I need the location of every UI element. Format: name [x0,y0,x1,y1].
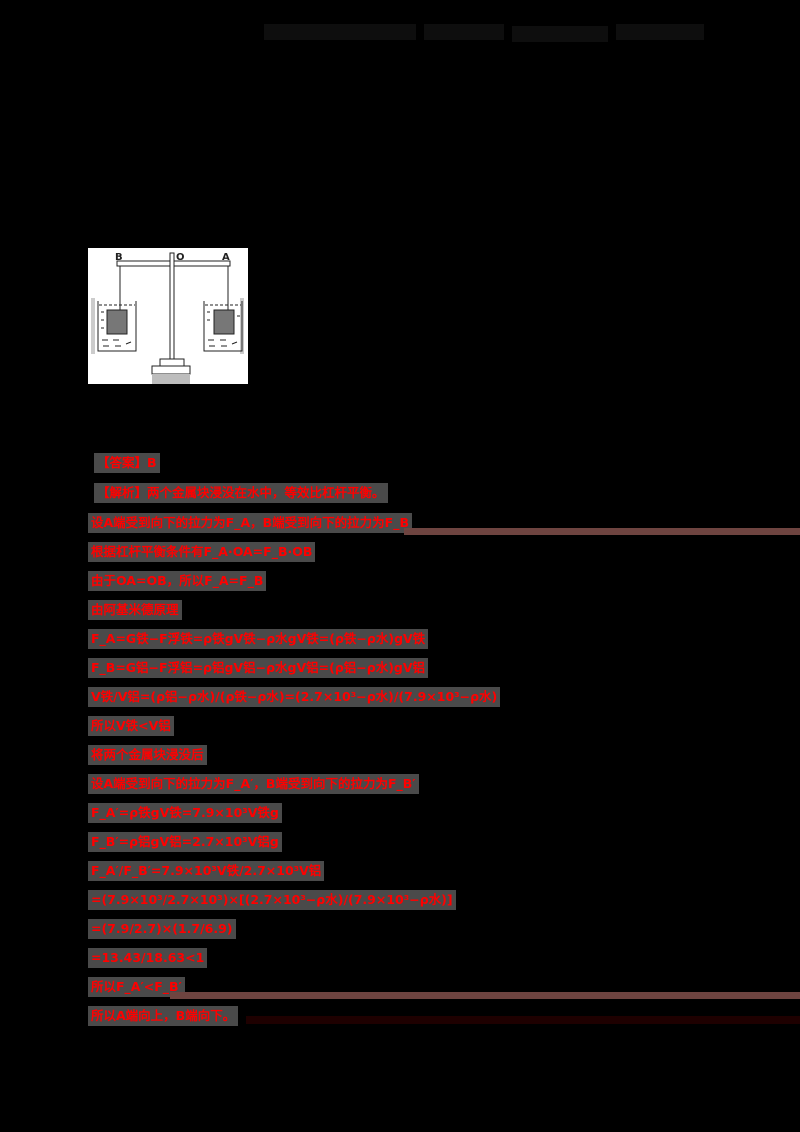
solution-line: 由于OA=OB，所以F_A=F_B [88,570,267,591]
formula-line: =(7.9/2.7)×(1.7/6.9) [88,918,236,939]
solution-line: 所以F_A′<F_B′ [88,976,185,997]
formula-line: V铁/V铝=(ρ铝−ρ水)/(ρ铁−ρ水)=(2.7×10³−ρ水)/(7.9×… [88,686,501,707]
solution-line: 设A端受到向下的拉力为F_A，B端受到向下的拉力为F_B [88,512,412,533]
answer-line: 【答案】B [94,452,160,473]
solution-line: 由阿基米德原理 [88,599,182,620]
header-title-block [264,24,416,40]
header-title-block [424,24,504,40]
header-title-block [616,24,704,40]
solution-line: 根据杠杆平衡条件有F_A·OA=F_B·OB [88,541,316,562]
analysis-line: 【解析】两个金属块浸没在水中，等效比杠杆平衡。 [94,482,388,503]
label-b: B [115,252,123,263]
divider-rule [404,528,800,535]
formula-line: F_B=G铝−F浮铝=ρ铝gV铝−ρ水gV铝=(ρ铝−ρ水)gV铝 [88,657,429,678]
solution-line: 将两个金属块浸没后 [88,744,207,765]
header-title-block [512,26,608,42]
solution-line: 设A端受到向下的拉力为F_A′，B端受到向下的拉力为F_B′ [88,773,419,794]
divider-rule [170,992,800,999]
lever-diagram: B O A [88,248,248,384]
formula-line: F_A′=ρ铁gV铁=7.9×10³V铁g [88,802,282,823]
label-o: O [176,252,185,263]
label-a: A [222,252,230,263]
right-beaker [203,298,244,354]
formula-line: =(7.9×10³/2.7×10³)×[(2.7×10³−ρ水)/(7.9×10… [88,889,456,910]
formula-line: F_B′=ρ铝gV铝=2.7×10³V铝g [88,831,282,852]
divider-rule-dark [246,1016,800,1024]
formula-line: F_A′/F_B′=7.9×10³V铁/2.7×10³V铝 [88,860,325,881]
solution-line: 所以V铁<V铝 [88,715,174,736]
left-beaker [91,298,137,354]
formula-line: F_A=G铁−F浮铁=ρ铁gV铁−ρ水gV铁=(ρ铁−ρ水)gV铁 [88,628,429,649]
lever-diagram-svg: B O A [91,252,244,384]
formula-line: =13.43/18.63<1 [88,947,208,968]
conclusion-line: 所以A端向上，B端向下。 [88,1005,239,1026]
